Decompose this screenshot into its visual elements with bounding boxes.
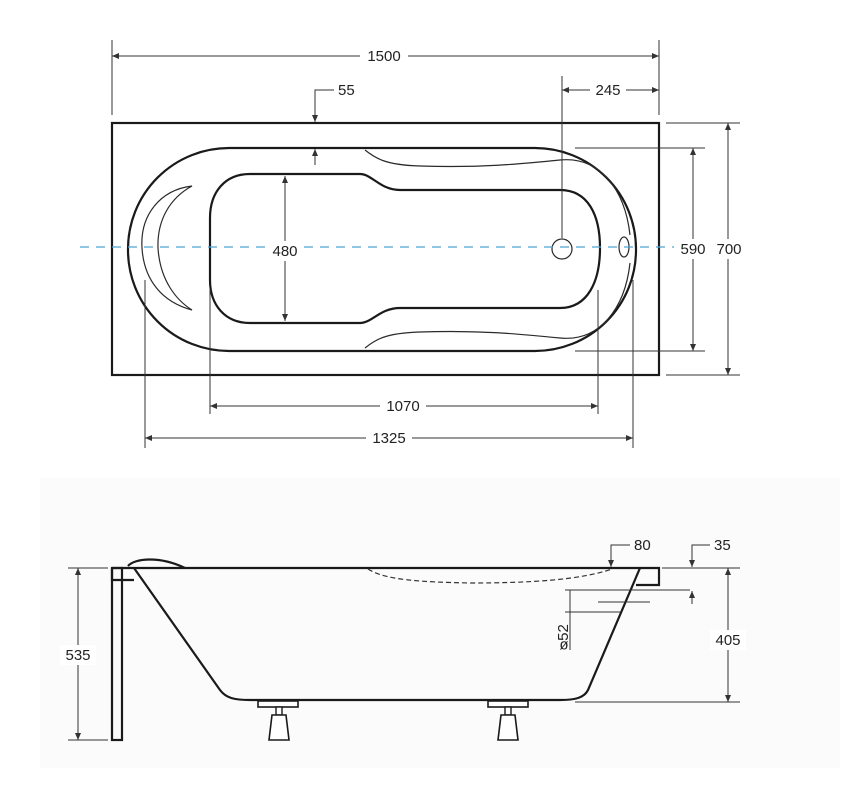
dim-label-1325: 1325	[372, 430, 405, 447]
dim-label-55: 55	[338, 82, 355, 99]
dim-35-leader	[689, 544, 710, 567]
lower-armrest-contour	[364, 262, 631, 349]
drain-hole	[551, 238, 573, 260]
side-view-backdrop	[40, 478, 840, 768]
dim-label-245: 245	[595, 82, 620, 99]
tub-rim-side	[112, 566, 661, 587]
dim-55-leader	[312, 89, 334, 122]
upper-armrest-contour	[364, 149, 631, 236]
foot-right	[487, 700, 529, 741]
foot-left	[257, 700, 299, 741]
tub-outer-rim	[110, 121, 661, 377]
dim-label-overflow-diameter: ᴓ52	[555, 624, 572, 650]
rim-left-lip	[110, 568, 134, 582]
dim-label-700: 700	[716, 241, 741, 258]
tub-bottom-outline	[208, 172, 602, 325]
dim-label-35: 35	[714, 537, 731, 554]
side-view: ᴓ52 80 35 405 535	[60, 537, 746, 742]
dim-label-1500: 1500	[367, 48, 400, 65]
tub-basin-outline	[126, 146, 638, 353]
dim-label-590: 590	[680, 241, 705, 258]
tub-body-side	[133, 567, 642, 702]
dim-label-535: 535	[65, 647, 90, 664]
headrest-side	[127, 558, 186, 569]
dim-label-1070: 1070	[386, 398, 419, 415]
dim-label-480: 480	[272, 243, 297, 260]
dim-label-80: 80	[634, 537, 651, 554]
top-view: 1500 55 245 480 590 700 1070	[80, 40, 747, 448]
dim-80-leader	[608, 544, 630, 567]
dim-label-405: 405	[715, 632, 740, 649]
headrest-outline	[141, 185, 193, 311]
